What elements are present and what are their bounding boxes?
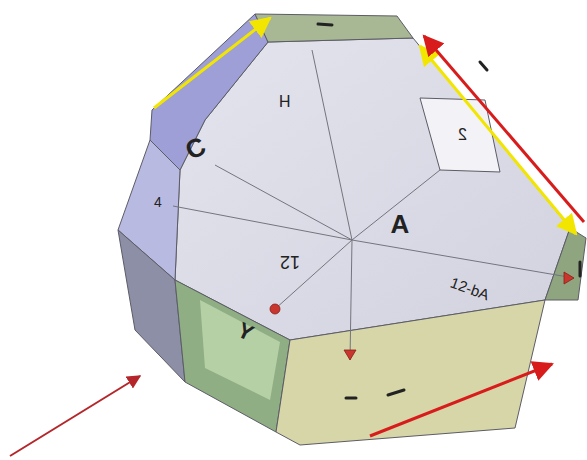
bottom-face (276, 300, 545, 445)
face-label: 12 (280, 253, 300, 271)
face-label: 2 (458, 127, 467, 143)
purple-face (150, 14, 268, 170)
grey-face (118, 230, 185, 382)
cone-markers (270, 272, 574, 360)
face-marks (318, 24, 580, 398)
face-label: 4 (154, 195, 162, 209)
center-lines (173, 50, 574, 360)
face-label: A (391, 211, 410, 237)
green-face-light (200, 300, 280, 400)
right-face (545, 228, 586, 300)
top-face (255, 14, 413, 42)
green-face (175, 280, 290, 432)
face-label: H (279, 92, 291, 108)
dimension-arrows (10, 18, 584, 456)
